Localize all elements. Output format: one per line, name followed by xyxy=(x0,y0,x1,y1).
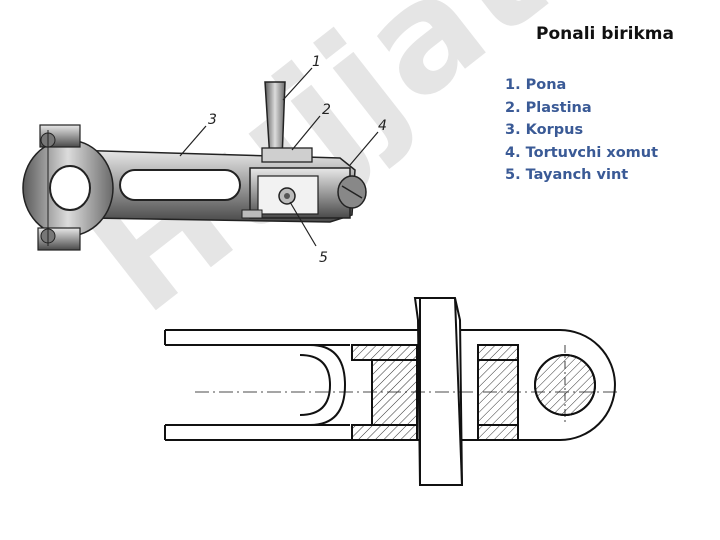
legend-item: 1. Pona xyxy=(505,77,567,93)
callout-number: 2 xyxy=(322,102,331,118)
callout-number: 3 xyxy=(208,112,217,128)
parts-legend: 1. Pona 2. Plastina 3. Korpus 4. Tortuvc… xyxy=(505,74,658,187)
callout-number: 1 xyxy=(312,54,321,70)
legend-item: 4. Tortuvchi xomut xyxy=(505,144,659,161)
callout-number: 5 xyxy=(319,250,328,266)
section-drawing xyxy=(164,297,620,486)
page-title: Ponali birikma xyxy=(536,24,674,44)
assembly-illustration xyxy=(22,81,367,251)
callout-number: 4 xyxy=(378,118,387,134)
legend-item: 3. Korpus xyxy=(505,122,584,138)
callout-leaders xyxy=(179,67,379,247)
legend-item: 2. Plastina xyxy=(505,99,592,116)
legend-item: 5. Tayanch vint xyxy=(505,167,629,183)
